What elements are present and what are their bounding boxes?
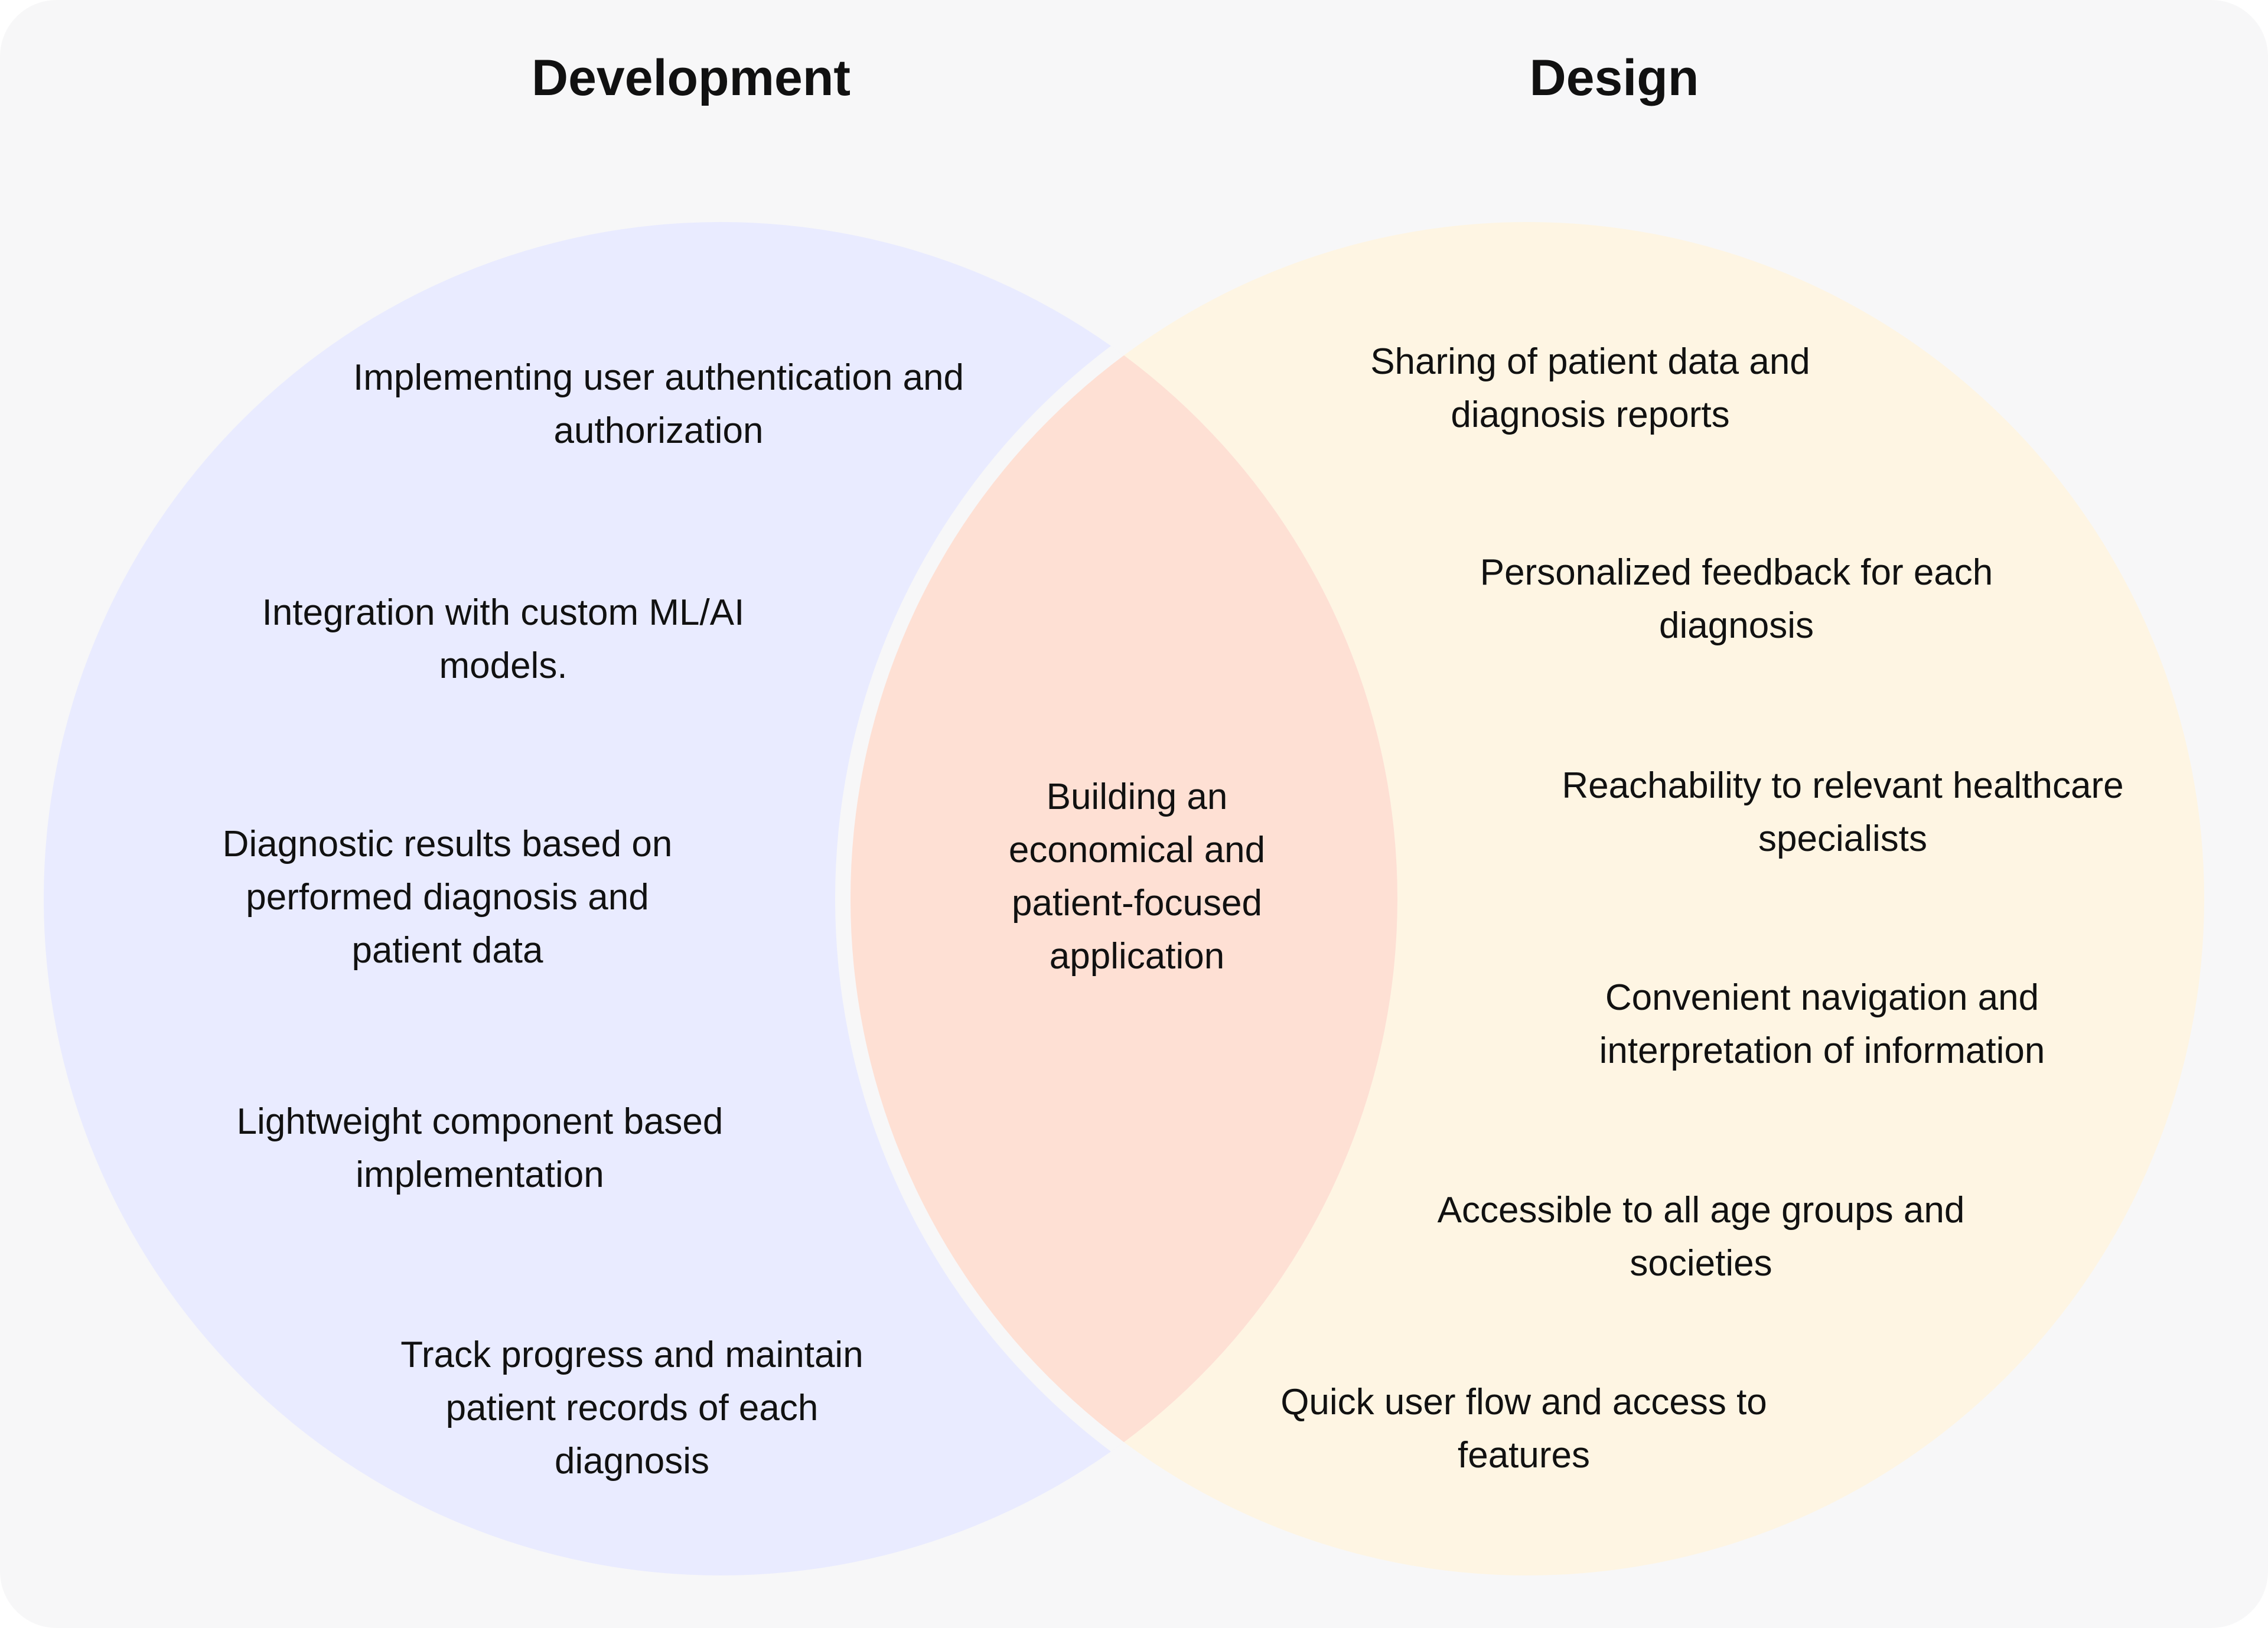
design-heading: Design [1529,50,1699,106]
development-heading: Development [531,50,851,106]
development-item-component-implementation: Lightweight component based implementati… [236,1101,724,1195]
overlap-region [850,222,1397,1575]
development-item-auth: Implementing user authentication and aut… [353,357,964,451]
development-item-diagnostic-results: Diagnostic results based on performed di… [222,824,673,971]
development-item-ml-integration: Integration with custom ML/AI models. [262,592,745,686]
design-item-personalized-feedback: Personalized feedback for each diagnosis [1480,552,1993,646]
design-item-reachability: Reachability to relevant healthcare spec… [1562,765,2124,859]
design-item-accessibility: Accessible to all age groups and societi… [1437,1190,1965,1284]
design-item-user-flow: Quick user flow and access to features [1280,1382,1767,1476]
design-item-data-sharing: Sharing of patient data and diagnosis re… [1370,341,1810,435]
overlap-text: Building an economical and patient-focus… [1008,777,1266,977]
development-item-patient-records: Track progress and maintain patient reco… [400,1335,863,1482]
design-item-navigation: Convenient navigation and interpretation… [1599,977,2045,1071]
